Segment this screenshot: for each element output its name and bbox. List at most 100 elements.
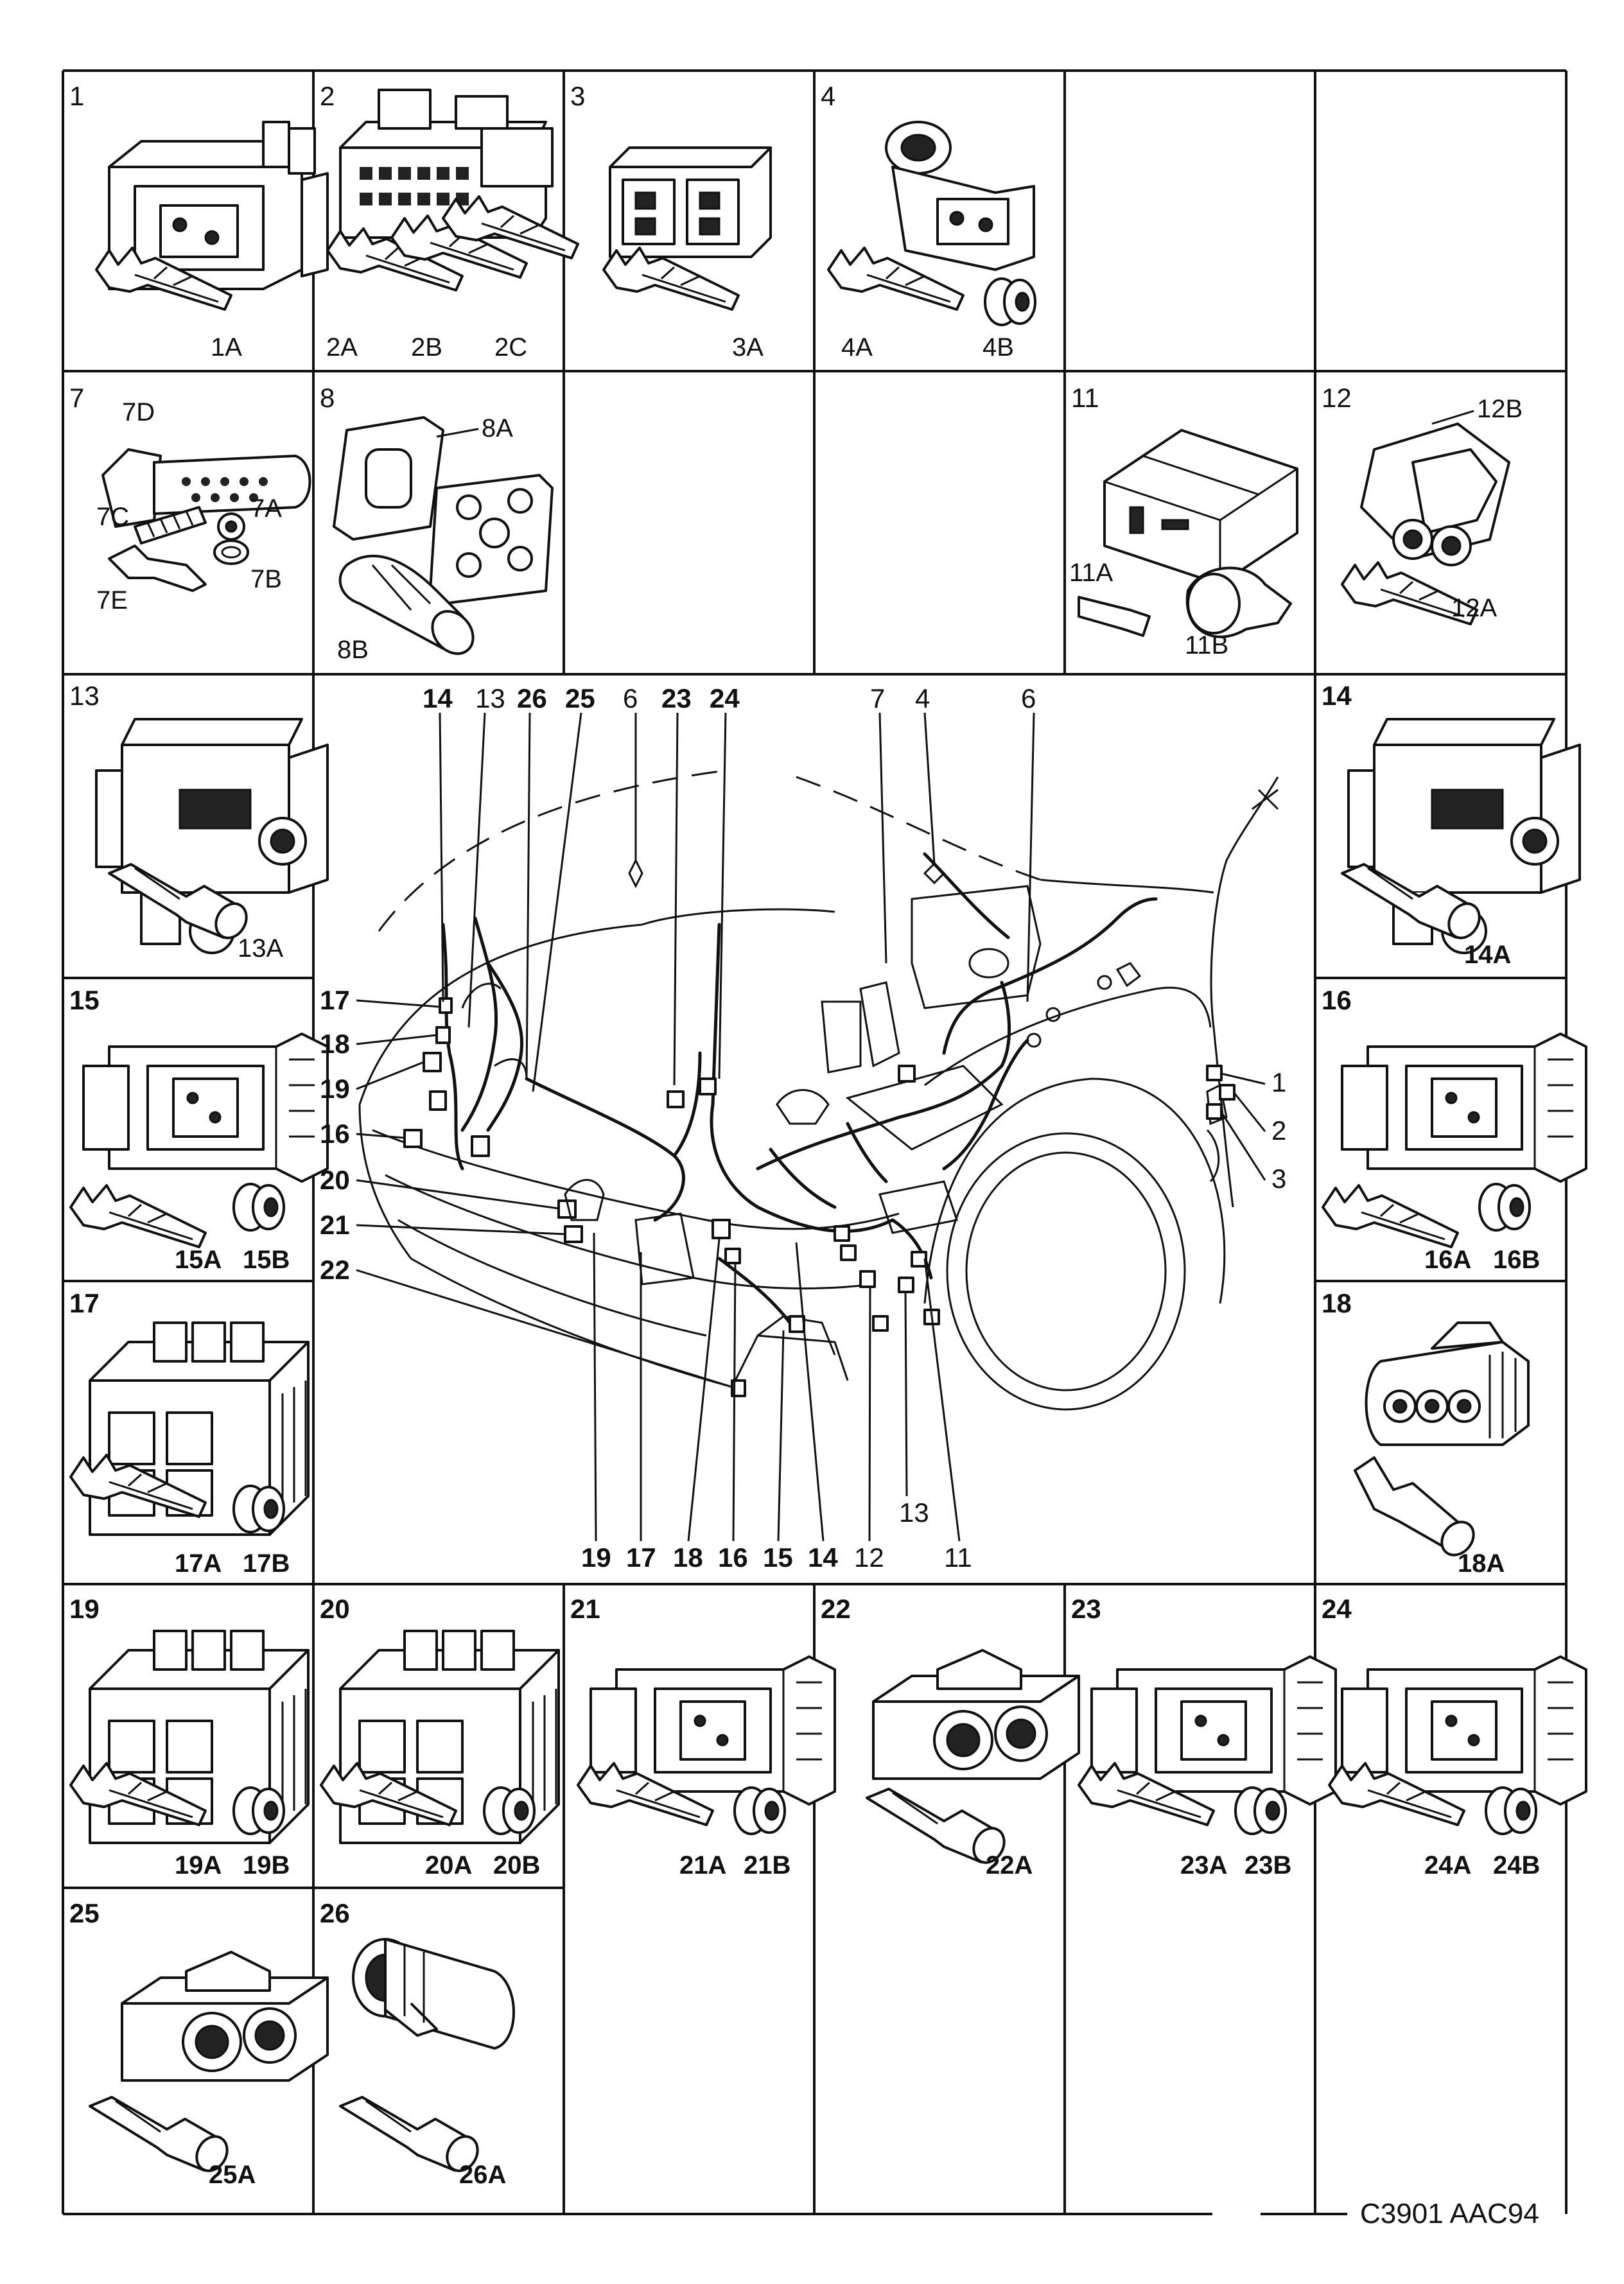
connector-1-drawing <box>108 121 329 290</box>
part-label-19A: 19A <box>175 1851 222 1879</box>
part-label-4B: 4B <box>982 333 1014 362</box>
connector-7-drawing <box>101 448 311 528</box>
part-label-24A: 24A <box>1424 1851 1471 1879</box>
bay-label-bottom-19: 19 <box>581 1542 611 1573</box>
cell-17: 17 17A 17B <box>69 1288 310 1578</box>
bay-label-top-6b: 6 <box>1021 683 1036 713</box>
seal-19B-drawing <box>232 1786 285 1835</box>
part-label-7C: 7C <box>96 503 129 531</box>
engine-bay-left-labels: 17 18 19 16 20 21 22 <box>320 985 733 1388</box>
cell-24-number: 24 <box>1322 1594 1352 1624</box>
engine-bay-bottom-labels: 13 19 17 18 16 15 14 12 11 <box>581 1232 972 1573</box>
part-label-19B: 19B <box>243 1851 290 1879</box>
part-label-2C: 2C <box>494 333 527 362</box>
part-label-3A: 3A <box>732 333 764 362</box>
cell-3: 3 3A <box>570 81 772 362</box>
bay-label-bottom-16: 16 <box>718 1542 748 1573</box>
part-label-4A: 4A <box>841 333 873 362</box>
part-label-17B: 17B <box>243 1549 290 1578</box>
connector-11-drawing <box>1103 429 1298 586</box>
part-label-14A: 14A <box>1464 941 1511 969</box>
part-label-7B: 7B <box>250 565 282 593</box>
part-label-25A: 25A <box>209 2161 256 2189</box>
part-label-2B: 2B <box>411 333 442 362</box>
cell-22-number: 22 <box>821 1594 851 1624</box>
bay-label-top-23: 23 <box>661 683 692 713</box>
bay-label-top-25: 25 <box>565 683 595 713</box>
part-label-24B: 24B <box>1493 1851 1540 1879</box>
cell-20: 20 20A 20B <box>320 1594 560 1879</box>
cell-1-number: 1 <box>69 81 84 111</box>
bay-label-top-14: 14 <box>423 683 453 713</box>
cell-19: 19 19A 19B <box>69 1594 310 1879</box>
cell-1: 1 1A <box>69 81 329 362</box>
bay-label-bottom-14: 14 <box>808 1542 838 1573</box>
seal-16B-drawing <box>1478 1183 1531 1232</box>
part-label-13A: 13A <box>238 934 283 963</box>
bay-label-inner-13: 13 <box>899 1497 929 1528</box>
part-label-26A: 26A <box>459 2161 506 2189</box>
cell-7-number: 7 <box>69 383 84 413</box>
cell-2: 2 2A 2B 2C <box>320 81 579 362</box>
cell-25-number: 25 <box>69 1898 100 1928</box>
bay-label-top-4: 4 <box>915 683 930 713</box>
bay-label-right-2: 2 <box>1271 1115 1286 1146</box>
bay-label-left-17: 17 <box>320 985 350 1015</box>
cell-20-number: 20 <box>320 1594 350 1624</box>
part-label-23B: 23B <box>1244 1851 1291 1879</box>
part-label-7A: 7A <box>250 494 282 523</box>
cell-8-number: 8 <box>320 383 335 413</box>
seal-24B-drawing <box>1485 1786 1537 1835</box>
cell-4: 4 4A 4B <box>821 81 1036 362</box>
cell-14: 14 14A <box>1322 681 1581 969</box>
terminal-7E-drawing <box>108 545 207 592</box>
cell-26: 26 26A <box>320 1898 515 2189</box>
bay-label-bottom-15: 15 <box>763 1542 793 1573</box>
engine-bay-right-labels: 1 2 3 <box>1220 1067 1286 1194</box>
part-label-17A: 17A <box>175 1549 222 1578</box>
cell-15-number: 15 <box>69 985 100 1015</box>
cell-19-number: 19 <box>69 1594 100 1624</box>
cell-21-number: 21 <box>570 1594 600 1624</box>
cell-3-number: 3 <box>570 81 585 111</box>
terminal-15A-drawing <box>69 1184 207 1248</box>
cell-22: 22 22A <box>821 1594 1080 1879</box>
part-label-23A: 23A <box>1180 1851 1227 1879</box>
cell-26-number: 26 <box>320 1898 350 1928</box>
cell-14-number: 14 <box>1322 681 1352 711</box>
cell-8: 8 8A 8B <box>320 383 554 664</box>
terminal-16A-drawing <box>1322 1184 1459 1248</box>
bay-label-top-13: 13 <box>475 683 505 713</box>
cell-15: 15 15A 15B <box>69 985 329 1274</box>
cell-23: 23 23A 23B <box>1071 1594 1337 1879</box>
engine-bay-top-labels: 14 13 26 25 6 23 24 7 4 6 <box>423 683 1036 1092</box>
cell-21: 21 21A 21B <box>570 1594 836 1879</box>
connector-25-drawing <box>121 1951 329 2082</box>
seal-4B-drawing <box>984 277 1036 326</box>
connector-16-drawing <box>1341 1033 1587 1183</box>
cell-12-number: 12 <box>1322 383 1352 413</box>
seal-11B-drawing <box>1185 566 1292 638</box>
bay-label-left-20: 20 <box>320 1165 350 1195</box>
part-label-15A: 15A <box>175 1246 222 1274</box>
part-label-2A: 2A <box>326 333 358 362</box>
cell-11-number: 11 <box>1071 383 1099 413</box>
seal-20B-drawing <box>483 1786 536 1835</box>
connector-12-drawing <box>1360 423 1510 566</box>
part-label-1A: 1A <box>211 333 242 362</box>
part-label-7D: 7D <box>122 398 155 426</box>
connector-22-drawing <box>872 1649 1080 1780</box>
part-label-16B: 16B <box>1493 1246 1540 1274</box>
part-label-16A: 16A <box>1424 1246 1471 1274</box>
connector-3-drawing <box>609 146 772 258</box>
bay-label-right-3: 3 <box>1271 1164 1286 1194</box>
seal-15B-drawing <box>232 1183 285 1232</box>
part-label-12B: 12B <box>1477 395 1523 423</box>
cell-13: 13 13A <box>69 681 329 963</box>
seal-17B-drawing <box>232 1485 285 1533</box>
bay-label-top-7: 7 <box>870 683 885 713</box>
relay-8-drawing <box>333 416 554 605</box>
cell-11: 11 11A 11B <box>1069 383 1298 659</box>
cell-24: 24 24A 24B <box>1322 1594 1587 1879</box>
